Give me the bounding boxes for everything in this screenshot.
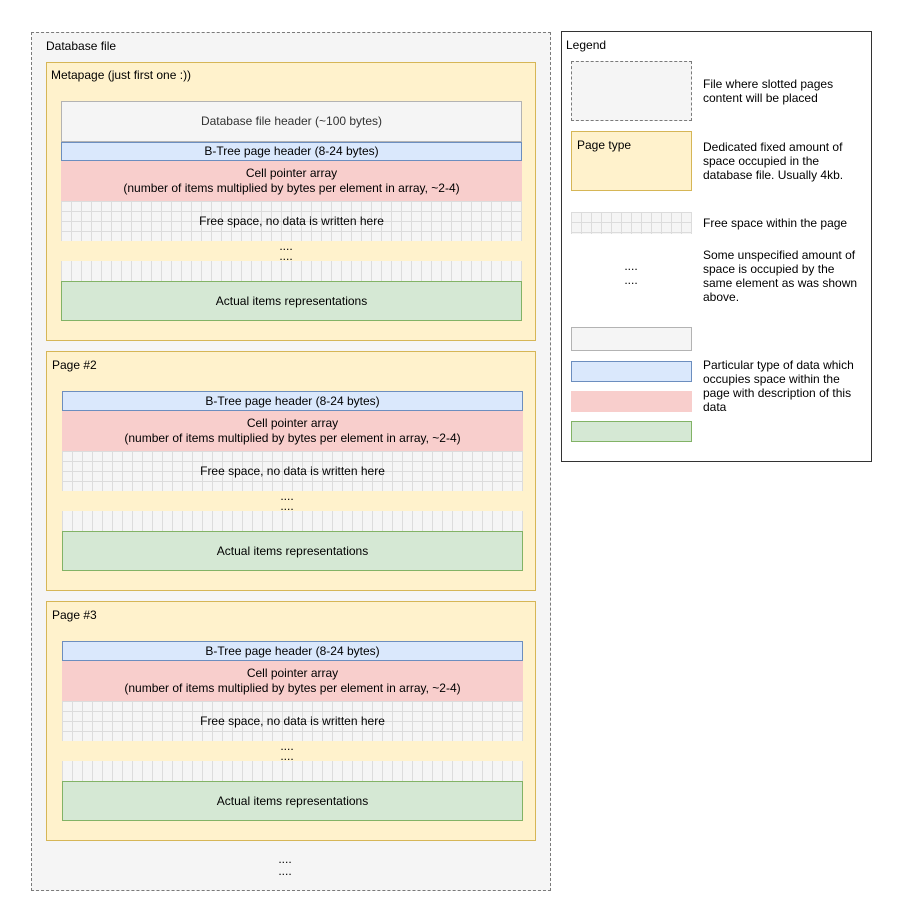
free-space-strip <box>62 511 523 531</box>
cell-pointer-title: Cell pointer array <box>246 416 339 430</box>
legend-data-desc: Particular type of data which occupies s… <box>703 358 854 414</box>
cell-pointer-desc: (number of items multiplied by bytes per… <box>124 681 461 695</box>
ellipsis-dots: .... .... <box>279 239 293 263</box>
items-block: Actual items representations <box>62 531 523 571</box>
items-block: Actual items representations <box>62 781 523 821</box>
cell-pointer-desc: (number of items multiplied by bytes per… <box>123 181 460 195</box>
legend-free-space-swatch <box>571 212 692 234</box>
ellipsis-dots: .... .... <box>280 489 294 513</box>
page-3-title: Page #3 <box>52 608 97 622</box>
btree-header-block: B-Tree page header (8-24 bytes) <box>62 391 523 411</box>
metapage-title: Metapage (just first one :)) <box>51 68 192 82</box>
cell-pointer-desc: (number of items multiplied by bytes per… <box>124 431 461 445</box>
legend-page-type-desc: Dedicated fixed amount of space occupied… <box>703 140 844 182</box>
legend-green-swatch <box>571 421 692 442</box>
legend-red-swatch <box>571 391 692 412</box>
legend-dots-desc: Some unspecified amount of space is occu… <box>703 248 858 304</box>
legend-blue-swatch <box>571 361 692 382</box>
cell-pointer-title: Cell pointer array <box>246 666 339 680</box>
legend-file-desc: File where slotted pages content will be… <box>703 77 834 105</box>
free-space-strip <box>62 761 523 781</box>
database-file-label: Database file <box>46 39 117 53</box>
cell-pointer-title: Cell pointer array <box>245 166 338 180</box>
legend-page-type-swatch <box>571 131 692 191</box>
legend-file-swatch <box>571 61 692 121</box>
btree-header-block: B-Tree page header (8-24 bytes) <box>61 142 522 161</box>
ellipsis-dots: .... .... <box>280 739 294 763</box>
free-space-block: Free space, no data is written here <box>62 701 523 741</box>
cell-pointer-array-block: Cell pointer array (number of items mult… <box>62 661 523 701</box>
database-file-header-block: Database file header (~100 bytes) <box>61 101 522 142</box>
items-block: Actual items representations <box>61 281 522 321</box>
legend-ellipsis-dots: .... .... <box>624 259 638 287</box>
cell-pointer-array-block: Cell pointer array (number of items mult… <box>61 161 522 201</box>
free-space-block: Free space, no data is written here <box>61 201 522 241</box>
free-space-block: Free space, no data is written here <box>62 451 523 491</box>
legend-title: Legend <box>566 38 607 52</box>
legend-gray-swatch <box>571 327 692 351</box>
legend-page-type-label: Page type <box>577 138 632 152</box>
page-2-title: Page #2 <box>52 358 97 372</box>
ellipsis-dots: .... .... <box>278 852 292 878</box>
legend-free-space-desc: Free space within the page <box>703 216 848 230</box>
free-space-strip <box>61 261 522 281</box>
cell-pointer-array-block: Cell pointer array (number of items mult… <box>62 411 523 451</box>
btree-header-block: B-Tree page header (8-24 bytes) <box>62 641 523 661</box>
